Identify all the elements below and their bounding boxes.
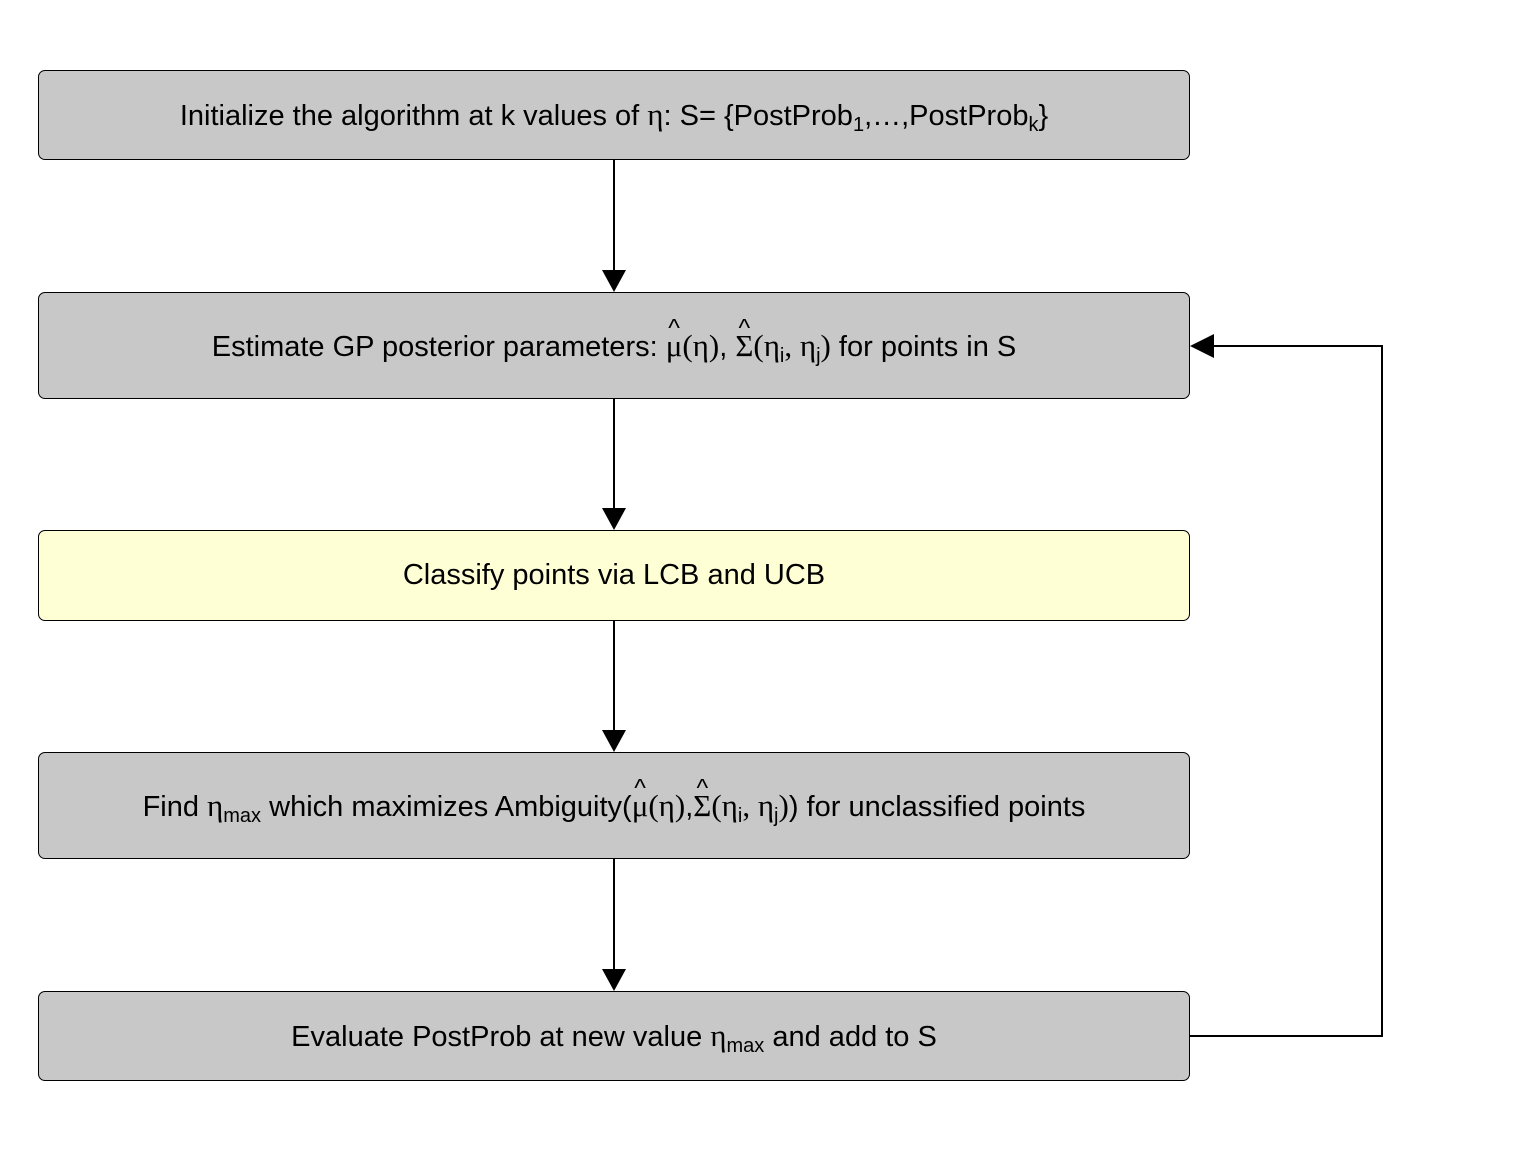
estimate-sigma-hat-symbol: Σ	[735, 328, 753, 364]
step-initialize-box: Initialize the algorithm at k values of …	[38, 70, 1190, 160]
step-initialize-text: Initialize the algorithm at k values of …	[179, 97, 1049, 136]
step-classify-text: Classify points via LCB and UCB	[402, 559, 826, 591]
find-text-pre: Find	[142, 790, 208, 823]
find-eta-symbol: η	[207, 787, 224, 823]
init-subscript-1: 1	[852, 114, 865, 136]
find-mu-hat-symbol: μ	[632, 788, 649, 824]
init-subscript-k: k	[1028, 114, 1039, 136]
find-sigma-open: (η	[711, 787, 738, 823]
estimate-text-post: for points in S	[830, 330, 1017, 363]
find-ambiguity-close: )	[788, 790, 799, 823]
estimate-mu-args: (η)	[682, 327, 720, 363]
estimate-text-pre: Estimate GP posterior parameters:	[211, 330, 666, 363]
evaluate-text-post: and add to S	[764, 1021, 937, 1053]
find-sigma-close: )	[778, 787, 789, 823]
estimate-sigma-open: (η	[753, 327, 780, 363]
find-sigma-mid: , η	[742, 787, 775, 823]
estimate-subscript-i: i	[779, 344, 785, 367]
step-evaluate-text: Evaluate PostProb at new value ηmax and …	[291, 1018, 937, 1057]
evaluate-subscript-max: max	[726, 1035, 765, 1057]
find-mu-args: (η)	[648, 787, 686, 823]
arrowhead-estimate	[602, 270, 626, 292]
step-find-text: Find ηmax which maximizes Ambiguity(μ(η)…	[142, 787, 1086, 827]
estimate-sigma-close: )	[820, 327, 831, 363]
init-text-close: }	[1038, 100, 1049, 132]
estimate-sigma-mid: , η	[784, 327, 817, 363]
step-evaluate-box: Evaluate PostProb at new value ηmax and …	[38, 991, 1190, 1081]
find-sigma-hat-symbol: Σ	[693, 788, 711, 824]
find-text-mid: which maximizes Ambiguity(	[261, 790, 632, 823]
init-text-set: : S= {PostProb	[663, 100, 853, 132]
step-classify-box: Classify points via LCB and UCB	[38, 530, 1190, 621]
estimate-mu-hat-symbol: μ	[666, 328, 683, 364]
find-separator: ,	[685, 790, 694, 823]
step-estimate-box: Estimate GP posterior parameters: μ(η), …	[38, 292, 1190, 399]
loop-back-connector	[1190, 345, 1383, 1037]
init-eta-symbol: η	[647, 97, 664, 132]
init-text-pre: Initialize the algorithm at k values of	[179, 100, 648, 132]
find-text-post: for unclassified points	[798, 790, 1086, 823]
find-subscript-i: i	[737, 804, 743, 827]
init-text-ellipsis: ,…,PostProb	[864, 100, 1029, 132]
evaluate-eta-symbol: η	[710, 1018, 727, 1053]
arrowhead-evaluate	[602, 969, 626, 991]
find-subscript-max: max	[223, 804, 262, 827]
arrowhead-find	[602, 730, 626, 752]
estimate-separator: ,	[719, 330, 736, 363]
find-subscript-j: j	[774, 804, 779, 827]
arrowhead-loop-back	[1190, 334, 1214, 358]
estimate-subscript-j: j	[816, 344, 821, 367]
step-find-box: Find ηmax which maximizes Ambiguity(μ(η)…	[38, 752, 1190, 859]
evaluate-text-pre: Evaluate PostProb at new value	[291, 1021, 711, 1053]
step-estimate-text: Estimate GP posterior parameters: μ(η), …	[211, 327, 1017, 367]
arrowhead-classify	[602, 508, 626, 530]
